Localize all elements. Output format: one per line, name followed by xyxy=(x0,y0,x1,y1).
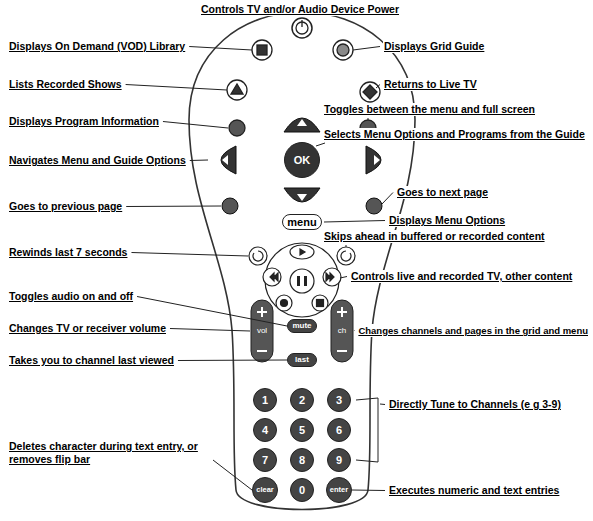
leader-line xyxy=(340,277,347,279)
callout-label: Displays Grid Guide xyxy=(383,40,485,53)
remote-button: 0 xyxy=(290,478,314,502)
callout-label: Executes numeric and text entries xyxy=(388,484,560,497)
leader-line xyxy=(368,118,369,120)
callout-label: Changes TV or receiver volume xyxy=(8,322,167,335)
button-label: 1 xyxy=(262,395,268,406)
top-buttons xyxy=(227,40,380,136)
callout-label: Controls TV and/or Audio Device Power xyxy=(200,3,400,16)
leader-line xyxy=(163,122,228,129)
callout-label: Goes to previous page xyxy=(8,200,123,213)
callout-label: Displays Program Information xyxy=(8,115,160,128)
leader-line xyxy=(353,47,380,51)
button-label: 3 xyxy=(336,395,342,406)
leader-line xyxy=(346,245,347,247)
button-label: 8 xyxy=(299,455,305,466)
button-label: 4 xyxy=(262,425,268,436)
button-label: 5 xyxy=(299,425,305,436)
leader-line xyxy=(170,329,250,332)
callout-label: Directly Tune to Channels (e g 3-9) xyxy=(388,398,562,411)
remote-button: last xyxy=(287,353,317,367)
leader-line xyxy=(178,360,287,362)
remote-button: clear xyxy=(252,477,278,503)
button-label: mute xyxy=(292,322,311,330)
leader-line xyxy=(376,85,380,89)
remote-button: 7 xyxy=(253,448,277,472)
callout-label: Controls live and recorded TV, other con… xyxy=(350,270,573,283)
callout-label: Skips ahead in buffered or recorded cont… xyxy=(323,230,546,243)
callout-label: Selects Menu Options and Programs from t… xyxy=(323,128,586,141)
button-label: 9 xyxy=(336,455,342,466)
button-label: 7 xyxy=(262,455,268,466)
remote-button: 9 xyxy=(327,448,351,472)
callout-label: Lists Recorded Shows xyxy=(8,78,123,91)
button-label: 6 xyxy=(336,425,342,436)
leader-line xyxy=(189,47,252,51)
number-bracket xyxy=(356,398,378,462)
remote-button: 2 xyxy=(290,388,314,412)
leader-line xyxy=(382,193,393,205)
button-label: clear xyxy=(256,486,274,494)
remote-button: OK xyxy=(284,142,320,178)
leader-line xyxy=(324,221,385,223)
remote-button: 3 xyxy=(327,388,351,412)
callout-label: Returns to Live TV xyxy=(383,78,478,91)
leader-line xyxy=(316,143,325,146)
remote-body xyxy=(189,12,415,510)
button-caption: ch xyxy=(338,327,346,335)
leader-line xyxy=(126,85,227,91)
callout-label: Takes you to channel last viewed xyxy=(8,354,175,367)
leader-line xyxy=(126,206,221,208)
button-label: menu xyxy=(287,217,316,228)
callout-label: Displays Menu Options xyxy=(388,214,506,227)
leader-line xyxy=(352,490,385,492)
callout-label: Toggles between the menu and full screen xyxy=(323,103,536,116)
button-label: OK xyxy=(294,155,311,166)
button-label: last xyxy=(295,356,309,364)
power-button xyxy=(292,18,312,38)
callout-label: Deletes character during text entry, or … xyxy=(8,440,210,466)
callout-label: Toggles audio on and off xyxy=(8,290,134,303)
remote-button: 6 xyxy=(327,418,351,442)
callout-label: Navigates Menu and Guide Options xyxy=(8,154,187,167)
remote-button: enter xyxy=(326,477,352,503)
callout-label: Goes to next page xyxy=(396,186,489,199)
callout-label: Changes channels and pages in the grid a… xyxy=(357,324,589,337)
remote-button: mute xyxy=(287,319,317,333)
remote-button: menu xyxy=(282,214,322,230)
callout-label: Rewinds last 7 seconds xyxy=(8,246,128,259)
callout-label: Displays On Demand (VOD) Library xyxy=(8,40,186,53)
leader-line xyxy=(131,253,248,257)
button-label: 2 xyxy=(299,395,305,406)
leader-line xyxy=(190,160,208,162)
leader-line xyxy=(354,330,355,332)
remote-button: 1 xyxy=(253,388,277,412)
leader-line xyxy=(380,404,385,406)
remote-button: 8 xyxy=(290,448,314,472)
remote-button: 5 xyxy=(290,418,314,442)
leader-line xyxy=(213,460,252,490)
button-label: enter xyxy=(330,486,348,494)
button-caption: vol xyxy=(257,327,267,335)
remote-button: 4 xyxy=(253,418,277,442)
button-label: 0 xyxy=(299,485,305,496)
